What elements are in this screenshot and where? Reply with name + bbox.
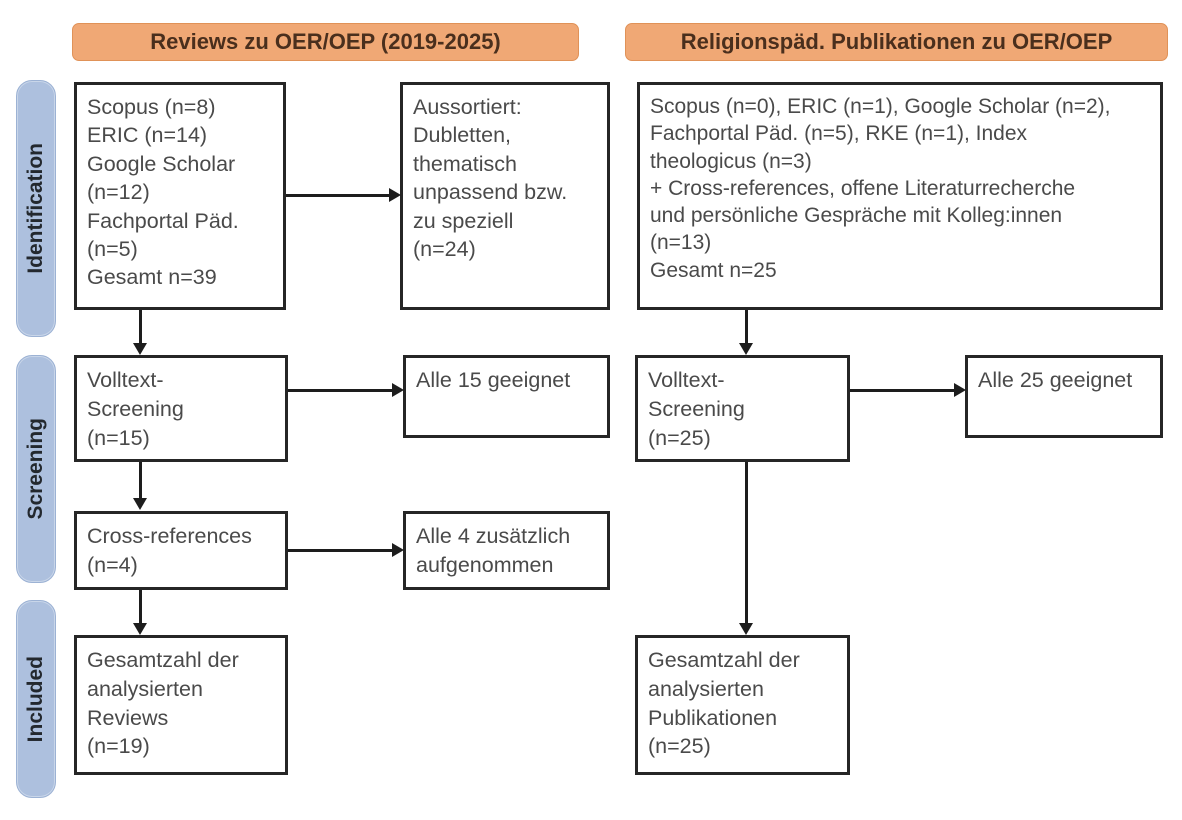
arrowhead-left-crossrefs-to-result [392, 543, 404, 557]
arrowhead-right-fulltext-to-included [739, 623, 753, 635]
box-left-excluded-text: Aussortiert: Dubletten, thematisch unpas… [413, 95, 568, 261]
box-left-crossrefs-result-text: Alle 4 zusätzlich aufgenommen [416, 524, 571, 577]
box-left-fulltext-text: Volltext- Screening (n=15) [87, 368, 184, 450]
box-left-excluded: Aussortiert: Dubletten, thematisch unpas… [400, 82, 610, 310]
box-left-fulltext: Volltext- Screening (n=15) [74, 355, 288, 462]
connector-right-fulltext-to-included [745, 462, 748, 625]
column-header-right-label: Religionspäd. Publikationen zu OER/OEP [680, 29, 1113, 54]
connector-left-fulltext-to-result [288, 389, 394, 392]
box-right-fulltext-result: Alle 25 geeignet [965, 355, 1163, 438]
stage-label-identification: Identification [24, 143, 47, 274]
box-left-sources: Scopus (n=8) ERIC (n=14) Google Scholar … [74, 82, 286, 310]
box-right-fulltext: Volltext- Screening (n=25) [635, 355, 850, 462]
stage-label-included: Included [24, 655, 47, 743]
box-right-included-text: Gesamtzahl der analysierten Publikatione… [648, 648, 800, 759]
arrowhead-left-sources-to-fulltext [133, 343, 147, 355]
arrowhead-left-fulltext-to-crossrefs [133, 498, 147, 510]
box-left-crossrefs-text: Cross-references (n=4) [87, 524, 252, 577]
stage-pill-screening: Screening [16, 355, 56, 583]
box-left-included-text: Gesamtzahl der analysierten Reviews (n=1… [87, 648, 239, 759]
box-left-fulltext-result: Alle 15 geeignet [403, 355, 610, 438]
stage-label-screening: Screening [24, 418, 47, 520]
box-left-included: Gesamtzahl der analysierten Reviews (n=1… [74, 635, 288, 775]
column-header-left: Reviews zu OER/OEP (2019-2025) [72, 23, 579, 61]
connector-right-fulltext-to-result [850, 389, 956, 392]
box-left-fulltext-result-text: Alle 15 geeignet [416, 368, 571, 392]
stage-pill-included: Included [16, 600, 56, 798]
box-left-crossrefs: Cross-references (n=4) [74, 511, 288, 590]
box-right-included: Gesamtzahl der analysierten Publikatione… [635, 635, 850, 775]
connector-left-fulltext-to-crossrefs [139, 462, 142, 500]
arrowhead-right-fulltext-to-result [954, 383, 966, 397]
box-right-sources: Scopus (n=0), ERIC (n=1), Google Scholar… [637, 82, 1163, 310]
box-right-fulltext-text: Volltext- Screening (n=25) [648, 368, 745, 450]
column-header-right: Religionspäd. Publikationen zu OER/OEP [625, 23, 1168, 61]
connector-left-crossrefs-to-result [288, 549, 394, 552]
arrowhead-left-sources-to-excluded [389, 188, 401, 202]
box-right-sources-text: Scopus (n=0), ERIC (n=1), Google Scholar… [650, 95, 1111, 282]
arrowhead-right-sources-to-fulltext [739, 343, 753, 355]
column-header-left-label: Reviews zu OER/OEP (2019-2025) [150, 29, 501, 54]
connector-right-sources-to-fulltext [745, 310, 748, 345]
connector-left-crossrefs-to-included [139, 590, 142, 625]
stage-pill-identification: Identification [16, 80, 56, 337]
box-left-sources-text: Scopus (n=8) ERIC (n=14) Google Scholar … [87, 95, 239, 290]
connector-left-sources-to-fulltext [139, 310, 142, 345]
connector-left-sources-to-excluded [286, 194, 391, 197]
box-right-fulltext-result-text: Alle 25 geeignet [978, 368, 1133, 392]
arrowhead-left-crossrefs-to-included [133, 623, 147, 635]
arrowhead-left-fulltext-to-result [392, 383, 404, 397]
box-left-crossrefs-result: Alle 4 zusätzlich aufgenommen [403, 511, 610, 590]
